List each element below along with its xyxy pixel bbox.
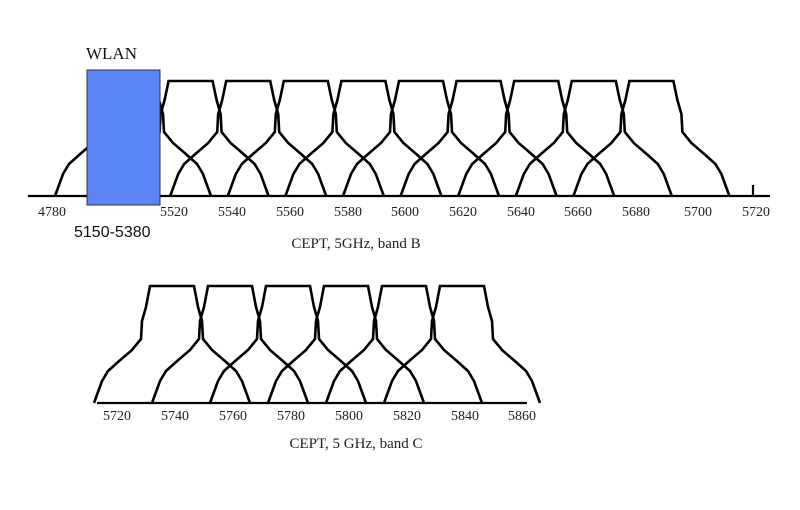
wlan-band-block <box>86 69 161 206</box>
band-b-channel-mask <box>514 79 674 197</box>
band-c-caption: CEPT, 5 GHz, band C <box>289 436 422 452</box>
band-b-tick-label: 5540 <box>218 205 246 220</box>
band-c-tick-labels: 5720 5740 5760 5780 5800 5820 5840 5860 <box>103 409 536 424</box>
band-c-channel-mask <box>208 284 368 404</box>
band-c-tick-label: 5800 <box>335 409 363 424</box>
band-b-channel-mask <box>456 79 616 197</box>
band-b-tick-label: 5560 <box>276 205 304 220</box>
band-c-channel-mask <box>266 284 426 404</box>
band-b-tick-label: 5640 <box>507 205 535 220</box>
band-b-tick-label: 5660 <box>564 205 592 220</box>
band-c-tick-label: 5720 <box>103 409 131 424</box>
band-b-channel-mask <box>341 79 501 197</box>
band-c-chart: 5720 5740 5760 5780 5800 5820 5840 5860 CEPT, 5… <box>92 284 542 452</box>
band-b-channel-mask <box>226 79 386 197</box>
band-b-caption: CEPT, 5GHz, band B <box>291 236 420 252</box>
band-c-channel-masks <box>92 284 542 404</box>
band-c-tick-label: 5740 <box>161 409 189 424</box>
band-b-channel-mask <box>399 79 558 197</box>
wlan-block-group: WLAN 5150-5380 <box>74 44 161 241</box>
band-c-tick-label: 5780 <box>277 409 305 424</box>
band-b-channel-mask <box>572 79 731 197</box>
band-c-channel-mask <box>150 284 310 404</box>
wlan-range-label: 5150-5380 <box>74 224 151 241</box>
band-b-chart: 4780 5520 5540 5560 5580 5600 5620 5640 5660 5680… <box>28 79 770 252</box>
wlan-title: WLAN <box>86 44 137 63</box>
band-b-channel-mask <box>168 79 328 197</box>
band-b-tick-label: 5600 <box>391 205 419 220</box>
band-b-tick-label: 4780 <box>38 205 66 220</box>
band-c-tick-label: 5860 <box>508 409 536 424</box>
band-c-tick-label: 5820 <box>393 409 421 424</box>
band-b-tick-label: 5680 <box>622 205 650 220</box>
band-c-channel-mask <box>92 284 252 404</box>
band-b-tick-label: 5580 <box>334 205 362 220</box>
band-c-channel-mask <box>382 284 542 404</box>
band-b-tick-labels: 4780 5520 5540 5560 5580 5600 5620 5640 5660 5680… <box>38 205 770 220</box>
band-b-channel-mask <box>284 79 443 197</box>
band-b-tick-label: 5700 <box>684 205 712 220</box>
band-c-tick-label: 5840 <box>451 409 479 424</box>
band-b-tick-label: 5620 <box>449 205 477 220</box>
band-b-tick-label: 5520 <box>160 205 188 220</box>
band-c-channel-mask <box>324 284 484 404</box>
band-b-tick-label: 5720 <box>742 205 770 220</box>
band-c-tick-label: 5760 <box>219 409 247 424</box>
